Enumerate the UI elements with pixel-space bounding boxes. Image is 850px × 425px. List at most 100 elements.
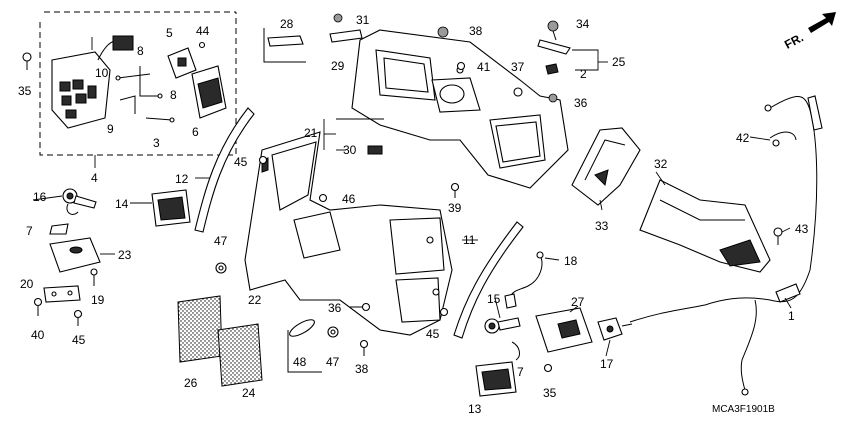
label-7-left: 7 (26, 224, 33, 238)
switch-block (167, 41, 227, 119)
label-46: 46 (342, 192, 356, 206)
label-18: 18 (564, 254, 578, 268)
label-39: 39 (448, 201, 462, 215)
label-10: 10 (95, 66, 109, 80)
label-37: 37 (511, 60, 525, 74)
label-45-right: 45 (426, 327, 440, 341)
label-45-left: 45 (72, 333, 86, 347)
label-35-left: 35 (18, 84, 32, 98)
lower-inner-panel (244, 131, 453, 336)
label-13: 13 (468, 402, 482, 416)
lid-box (263, 28, 306, 63)
label-30: 30 (343, 143, 357, 157)
label-36-top: 36 (574, 96, 588, 110)
label-4: 4 (91, 171, 98, 185)
front-direction-arrow: FR. (782, 12, 836, 52)
lid-27 (535, 307, 593, 353)
screw-43 (773, 227, 783, 245)
screw-45-left (73, 309, 83, 326)
screw-39 (450, 182, 460, 198)
lock-assembly (537, 20, 608, 75)
label-45-mid: 45 (234, 155, 248, 169)
wire-18 (504, 251, 544, 309)
label-24: 24 (242, 386, 256, 400)
label-34: 34 (576, 17, 590, 31)
strip-12 (194, 107, 255, 233)
cover-23 (49, 237, 101, 273)
screw-46 (318, 193, 328, 203)
part-labels: 28 31 29 38 34 25 2 41 37 36 21 30 39 33… (18, 13, 809, 416)
label-8-top: 8 (137, 44, 144, 58)
label-23: 23 (118, 248, 132, 262)
label-8-mid: 8 (170, 88, 177, 102)
grille-14 (151, 189, 191, 227)
screw-19 (90, 268, 98, 286)
latch-17 (597, 317, 633, 341)
label-12: 12 (175, 172, 189, 186)
top-small-parts (329, 13, 363, 43)
pad-26 (177, 295, 223, 363)
diagram-code: MCA3F1901B (712, 404, 775, 415)
label-21: 21 (304, 126, 318, 140)
label-3: 3 (153, 136, 160, 150)
label-31: 31 (356, 13, 370, 27)
label-25: 25 (612, 55, 626, 69)
screw-left (22, 52, 32, 70)
small-screws-top (456, 61, 558, 103)
label-6: 6 (192, 125, 199, 139)
label-32: 32 (654, 157, 668, 171)
screw-45-mid (258, 155, 268, 165)
screw-38-lower (359, 339, 369, 356)
label-7-right: 7 (517, 365, 524, 379)
grommet-47a (215, 262, 227, 274)
label-14: 14 (115, 197, 129, 211)
front-direction-label: FR. (782, 30, 806, 51)
label-15: 15 (487, 292, 501, 306)
grille-13 (475, 361, 517, 397)
label-33: 33 (595, 219, 609, 233)
screw-40 (33, 297, 43, 316)
label-2: 2 (580, 67, 587, 81)
screw-45-right (439, 307, 449, 317)
switch-panel (51, 35, 134, 129)
clip-7-left (49, 223, 69, 235)
screw-36-lower (350, 302, 371, 312)
label-20: 20 (20, 277, 34, 291)
label-22: 22 (248, 293, 262, 307)
label-38-top: 38 (469, 24, 483, 38)
cover-32 (639, 179, 771, 273)
label-38-lower: 38 (355, 362, 369, 376)
label-42: 42 (736, 131, 750, 145)
label-26: 26 (184, 376, 198, 390)
label-5: 5 (166, 26, 173, 40)
bracket-20 (43, 285, 81, 303)
key-cylinder-16 (62, 188, 97, 215)
wire-harness (115, 66, 175, 123)
clip-42 (769, 131, 797, 147)
seal-48-box (287, 319, 322, 373)
label-47-lower: 47 (326, 355, 340, 369)
label-27: 27 (571, 295, 585, 309)
key-set-15 (484, 317, 521, 361)
upper-inner-panel (351, 26, 569, 189)
label-41: 41 (477, 60, 491, 74)
label-44: 44 (196, 24, 210, 38)
leader-lines (32, 37, 792, 357)
label-28: 28 (280, 17, 294, 31)
screw-35-lower (543, 363, 553, 373)
pad-24 (217, 323, 263, 387)
label-35-lower: 35 (543, 386, 557, 400)
label-17: 17 (600, 357, 614, 371)
strip-11 (453, 221, 524, 339)
label-1: 1 (788, 309, 795, 323)
label-16: 16 (33, 190, 47, 204)
label-47-left: 47 (214, 234, 228, 248)
label-36-lower: 36 (328, 301, 342, 315)
label-48: 48 (293, 355, 307, 369)
clip-30 (367, 145, 383, 155)
label-19: 19 (91, 293, 105, 307)
grommet-47b (327, 326, 339, 338)
label-40: 40 (31, 328, 45, 342)
label-11: 11 (463, 233, 476, 247)
